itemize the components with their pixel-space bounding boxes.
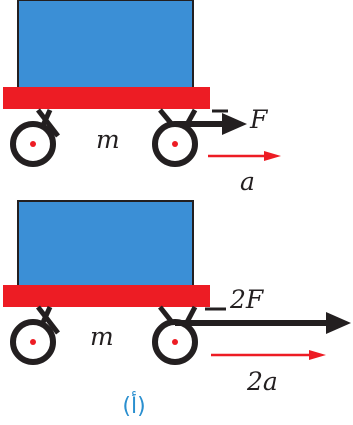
- axle-right-bottom: [172, 339, 178, 345]
- axle-right-top: [172, 141, 178, 147]
- accel-label-bottom: 2a: [246, 367, 278, 396]
- block-bottom: [17, 200, 194, 287]
- axle-left-top: [30, 141, 36, 147]
- force-label-bottom: 2F: [229, 285, 265, 314]
- strut-left-top: [36, 108, 60, 138]
- cart-top: m F a: [3, 0, 281, 196]
- mass-label-top: m: [96, 125, 120, 154]
- force-label-top: F: [249, 105, 269, 134]
- mass-label-bottom: m: [90, 322, 114, 351]
- force-arrow-top-head: [222, 113, 247, 135]
- cart-bottom: m 2F 2a: [3, 200, 351, 396]
- strut-left-bottom: [36, 305, 60, 335]
- accel-arrow-top-head: [264, 151, 281, 161]
- accel-label-top: a: [240, 167, 255, 196]
- axle-left-bottom: [30, 339, 36, 345]
- accel-arrow-bottom-head: [309, 350, 326, 360]
- figure-caption: (أ): [122, 391, 145, 419]
- block-top: [17, 0, 194, 89]
- platform-bottom: [3, 285, 210, 307]
- platform-top: [3, 87, 210, 109]
- force-arrow-bottom-head: [326, 312, 351, 334]
